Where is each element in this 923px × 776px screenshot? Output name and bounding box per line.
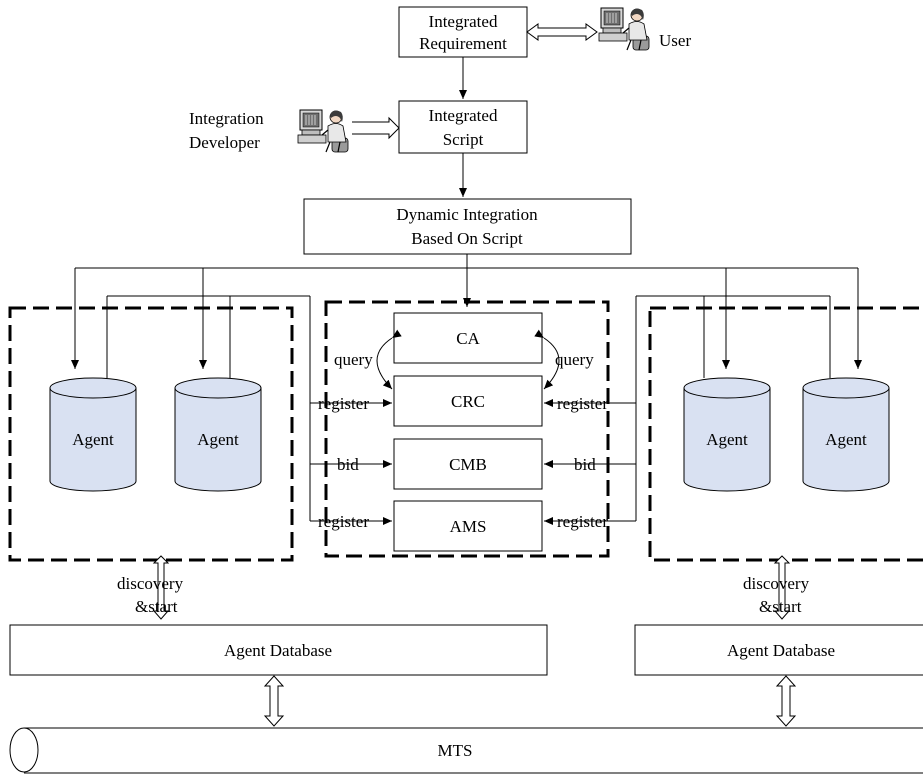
- requirement-user-double-arrow: [526, 23, 598, 41]
- discovery-label-left-1: discovery: [117, 574, 184, 593]
- agent-cylinder-left-2: [174, 377, 262, 492]
- ams-box: [393, 500, 543, 552]
- user-label: User: [659, 31, 691, 50]
- left-agent-group: [8, 306, 294, 562]
- crc-label: CRC: [451, 392, 485, 411]
- integrated-requirement-line1: Integrated: [429, 12, 498, 31]
- mts-pipe: [9, 727, 923, 774]
- agent-cylinder-right-1: [683, 377, 771, 492]
- agent-label-left-2: Agent: [197, 430, 239, 449]
- register-label-left-ams: register: [318, 512, 369, 531]
- crc-box: [393, 375, 543, 427]
- query-label-left: query: [334, 350, 373, 369]
- cmb-label: CMB: [449, 455, 487, 474]
- right-agent-group: [648, 306, 923, 562]
- bid-label-left: bid: [337, 455, 359, 474]
- query-label-right: query: [555, 350, 594, 369]
- db-mts-double-arrow-left: [263, 675, 285, 727]
- discovery-label-right-2: &start: [759, 597, 802, 616]
- dynamic-integration-box: [303, 198, 632, 255]
- left-connectors: [106, 295, 392, 525]
- discovery-double-arrow-left: [152, 555, 170, 620]
- dynamic-integration-line2: Based On Script: [411, 229, 523, 248]
- discovery-double-arrow-right: [773, 555, 791, 620]
- register-label-right-ams: register: [557, 512, 608, 531]
- query-curve-right: [534, 329, 560, 390]
- agent-label-right-2: Agent: [825, 430, 867, 449]
- integrated-script-box: [398, 100, 528, 154]
- agent-database-right: [634, 624, 923, 676]
- agent-database-left: [9, 624, 548, 676]
- integrated-script-line2: Script: [443, 130, 484, 149]
- db-mts-double-arrow-right: [775, 675, 797, 727]
- distribution-lines: [71, 254, 862, 369]
- ams-label: AMS: [450, 517, 487, 536]
- developer-icon: [297, 109, 349, 153]
- ca-box: [393, 312, 543, 364]
- developer-to-script-double-arrow: [352, 116, 400, 140]
- agent-cylinder-left-1: [49, 377, 137, 492]
- center-service-group: [324, 300, 610, 558]
- register-label-left-crc: register: [318, 394, 369, 413]
- mts-label: MTS: [438, 741, 473, 760]
- integrated-script-line1: Integrated: [429, 106, 498, 125]
- ca-label: CA: [456, 329, 480, 348]
- agent-cylinder-right-2: [802, 377, 890, 492]
- agent-database-label-right: Agent Database: [727, 641, 835, 660]
- integrated-requirement-line2: Requirement: [419, 34, 507, 53]
- discovery-label-right-1: discovery: [743, 574, 810, 593]
- agent-database-label-left: Agent Database: [224, 641, 332, 660]
- agent-label-right-1: Agent: [706, 430, 748, 449]
- discovery-label-left-2: &start: [135, 597, 178, 616]
- query-curve-left: [376, 329, 402, 390]
- bid-label-right: bid: [574, 455, 596, 474]
- agent-label-left-1: Agent: [72, 430, 114, 449]
- developer-label-line1: Integration: [189, 109, 264, 128]
- user-icon: [598, 7, 650, 51]
- dynamic-integration-line1: Dynamic Integration: [396, 205, 538, 224]
- right-connectors: [544, 295, 831, 525]
- cmb-box: [393, 438, 543, 490]
- developer-label-line2: Developer: [189, 133, 260, 152]
- integrated-requirement-box: [398, 6, 528, 58]
- register-label-right-crc: register: [557, 394, 608, 413]
